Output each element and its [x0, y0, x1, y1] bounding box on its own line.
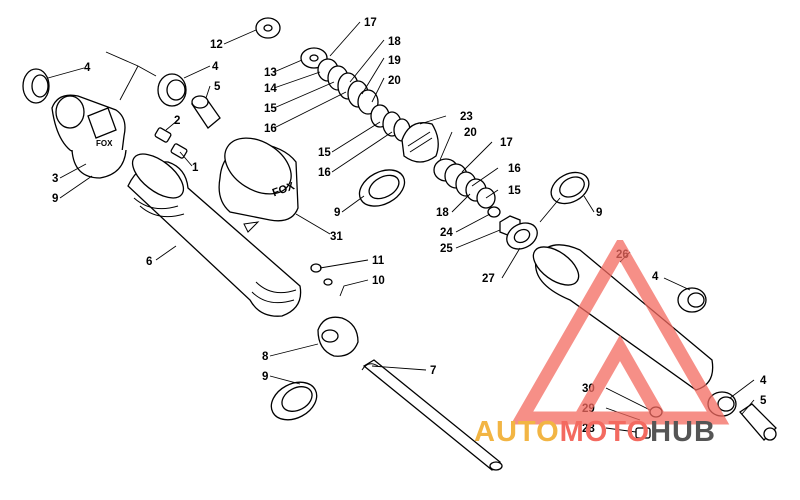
callout-13: 13	[264, 67, 277, 79]
callout-25: 25	[440, 243, 453, 255]
part-seal-ring-9-top	[358, 169, 406, 207]
callout-1: 1	[192, 162, 199, 174]
part-seal-ring-left-bottom	[270, 381, 318, 421]
callout-23: 23	[460, 111, 473, 123]
callout-numbers: 1 2 3 4 4 5 6 7 8 9 9 9 9 10 11 12 13 14…	[52, 17, 767, 435]
part-reservoir-can: FOX	[218, 137, 299, 233]
callout-16-upper: 16	[264, 123, 277, 135]
part-shaft-7	[361, 359, 503, 471]
callout-8: 8	[262, 351, 269, 363]
callout-3: 3	[52, 173, 58, 185]
callout-15-right: 15	[508, 185, 521, 197]
callout-31: 31	[330, 231, 343, 243]
callout-16-right: 16	[508, 163, 521, 175]
part-shim-stack-upper	[300, 47, 411, 142]
part-fitting-28	[635, 427, 651, 439]
part-shock-body	[127, 153, 302, 317]
part-bushing-4-right-lower	[707, 391, 737, 417]
callout-2: 2	[174, 115, 180, 127]
callout-16-mid: 16	[318, 167, 331, 179]
callout-26: 26	[616, 249, 629, 261]
callout-5-right: 5	[760, 395, 767, 407]
callout-9-left: 9	[52, 193, 58, 205]
part-spacer-5-center	[191, 95, 221, 129]
callout-19: 19	[388, 55, 401, 67]
part-lower-body-26	[532, 244, 714, 391]
callout-28: 28	[582, 423, 595, 435]
part-piston-23	[401, 122, 439, 163]
part-upper-mount-eye: FOX	[51, 94, 126, 165]
callout-5-top: 5	[214, 81, 221, 93]
callout-27: 27	[482, 273, 495, 285]
callout-29: 29	[582, 403, 595, 415]
callout-14: 14	[264, 83, 277, 95]
part-bushing-top-left	[22, 68, 50, 104]
part-plug-11	[310, 263, 322, 273]
part-bushing-4-right-upper	[677, 287, 707, 313]
callout-15-mid: 15	[318, 147, 331, 159]
callout-9-bottom: 9	[262, 371, 268, 383]
part-washer-12	[255, 17, 281, 39]
part-shim-stack-lower	[433, 158, 501, 218]
callout-17-right: 17	[500, 137, 513, 149]
callout-4-top-center: 4	[212, 61, 219, 73]
watermark-word-hub: HUB	[650, 416, 716, 448]
callout-9-right: 9	[596, 207, 602, 219]
cap-logo: FOX	[96, 139, 113, 148]
leader-lines	[47, 21, 755, 433]
part-plug-10	[323, 278, 333, 286]
callout-20-right: 20	[464, 127, 477, 139]
callout-10: 10	[372, 275, 385, 287]
part-fitting-1	[170, 143, 188, 159]
callout-18-lower: 18	[436, 207, 449, 219]
part-bushing-4-center	[157, 73, 187, 107]
callout-7: 7	[430, 365, 436, 377]
watermark-word-moto: MOTO	[559, 416, 651, 448]
part-seal-ring-left-top	[71, 149, 127, 179]
callout-18-top: 18	[388, 36, 401, 48]
watermark-wordmark: AUTOMOTOHUB	[474, 416, 716, 449]
callout-4-right-lower: 4	[760, 375, 767, 387]
callout-15-upper: 15	[264, 103, 277, 115]
callout-4-top-left: 4	[84, 62, 91, 74]
part-seal-ring-9-right	[550, 171, 590, 205]
callout-11: 11	[372, 255, 385, 267]
part-bearing-8	[317, 316, 359, 357]
callout-24: 24	[440, 227, 453, 239]
callout-12: 12	[210, 39, 223, 51]
callout-6: 6	[146, 256, 152, 268]
part-fitting-2	[154, 127, 172, 143]
callout-20-top: 20	[388, 75, 401, 87]
callout-17-top: 17	[364, 17, 377, 29]
callout-9-mid: 9	[334, 207, 340, 219]
callout-30: 30	[582, 383, 595, 395]
watermark-word-auto: AUTO	[474, 416, 560, 448]
callout-4-right-upper: 4	[652, 271, 659, 283]
